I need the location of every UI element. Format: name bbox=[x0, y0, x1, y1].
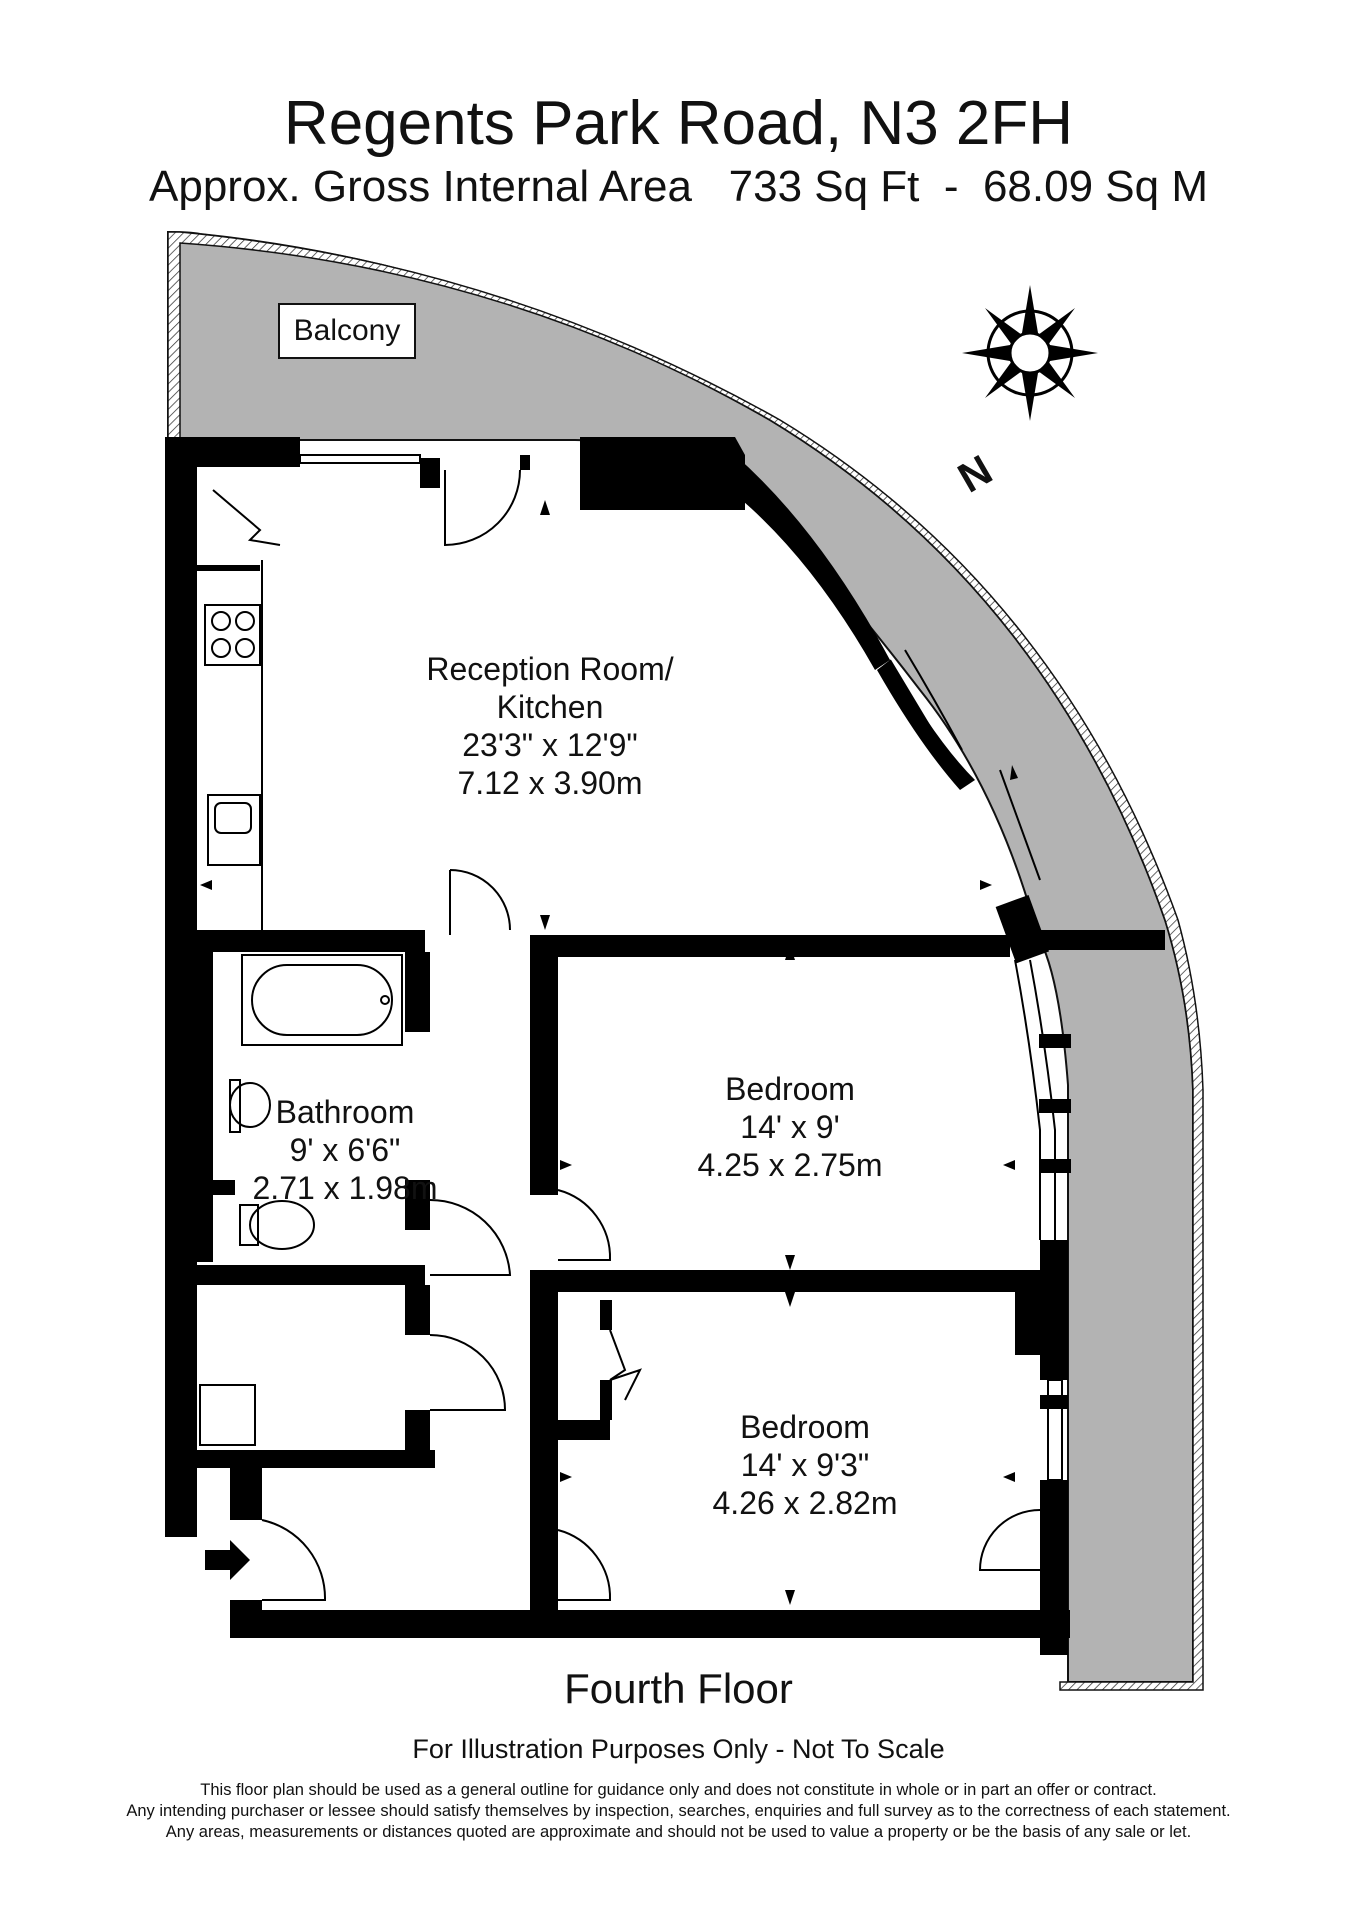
illustration-note: For Illustration Purposes Only - Not To … bbox=[412, 1734, 945, 1764]
entrance-arrow bbox=[205, 1540, 250, 1580]
measure-markers bbox=[200, 500, 1018, 1605]
bathroom-imperial: 9' x 6'6" bbox=[289, 1132, 401, 1168]
reception-room-label: Reception Room/ Kitchen 23'3" x 12'9" 7.… bbox=[360, 650, 740, 802]
area-subtitle: Approx. Gross Internal Area 733 Sq Ft - … bbox=[149, 162, 1208, 211]
plan-title: Regents Park Road, N3 2FH bbox=[283, 89, 1074, 158]
disclaimer: This floor plan should be used as a gene… bbox=[0, 1780, 1357, 1843]
bedroom-1-name: Bedroom bbox=[725, 1071, 855, 1107]
balcony-label: Balcony bbox=[278, 303, 416, 359]
disclaimer-line-2: Any intending purchaser or lessee should… bbox=[126, 1802, 1231, 1820]
bedroom-1-metric: 4.25 x 2.75m bbox=[697, 1147, 883, 1183]
bedroom-2-label: Bedroom 14' x 9'3" 4.26 x 2.82m bbox=[655, 1408, 955, 1522]
fixtures bbox=[199, 560, 403, 1446]
bedroom-1-imperial: 14' x 9' bbox=[740, 1109, 840, 1145]
walls bbox=[165, 437, 1165, 1655]
door-swings bbox=[212, 469, 1041, 1601]
reception-metric: 7.12 x 3.90m bbox=[457, 765, 643, 801]
reception-name-1: Reception Room/ bbox=[426, 651, 674, 687]
bathroom-name: Bathroom bbox=[275, 1094, 415, 1130]
compass-icon bbox=[962, 285, 1098, 421]
reception-imperial: 23'3" x 12'9" bbox=[462, 727, 638, 763]
bedroom-1-label: Bedroom 14' x 9' 4.25 x 2.75m bbox=[640, 1070, 940, 1184]
disclaimer-line-3: Any areas, measurements or distances quo… bbox=[165, 1823, 1192, 1841]
bedroom-2-name: Bedroom bbox=[740, 1409, 870, 1445]
windows bbox=[299, 454, 1071, 1481]
bathroom-metric: 2.71 x 1.98m bbox=[252, 1170, 438, 1206]
bedroom-2-imperial: 14' x 9'3" bbox=[740, 1447, 870, 1483]
reception-name-2: Kitchen bbox=[496, 689, 604, 725]
disclaimer-line-1: This floor plan should be used as a gene… bbox=[200, 1781, 1157, 1799]
bedroom-2-metric: 4.26 x 2.82m bbox=[712, 1485, 898, 1521]
bathroom-label: Bathroom 9' x 6'6" 2.71 x 1.98m bbox=[245, 1093, 445, 1207]
floor-name: Fourth Floor bbox=[564, 1665, 793, 1712]
